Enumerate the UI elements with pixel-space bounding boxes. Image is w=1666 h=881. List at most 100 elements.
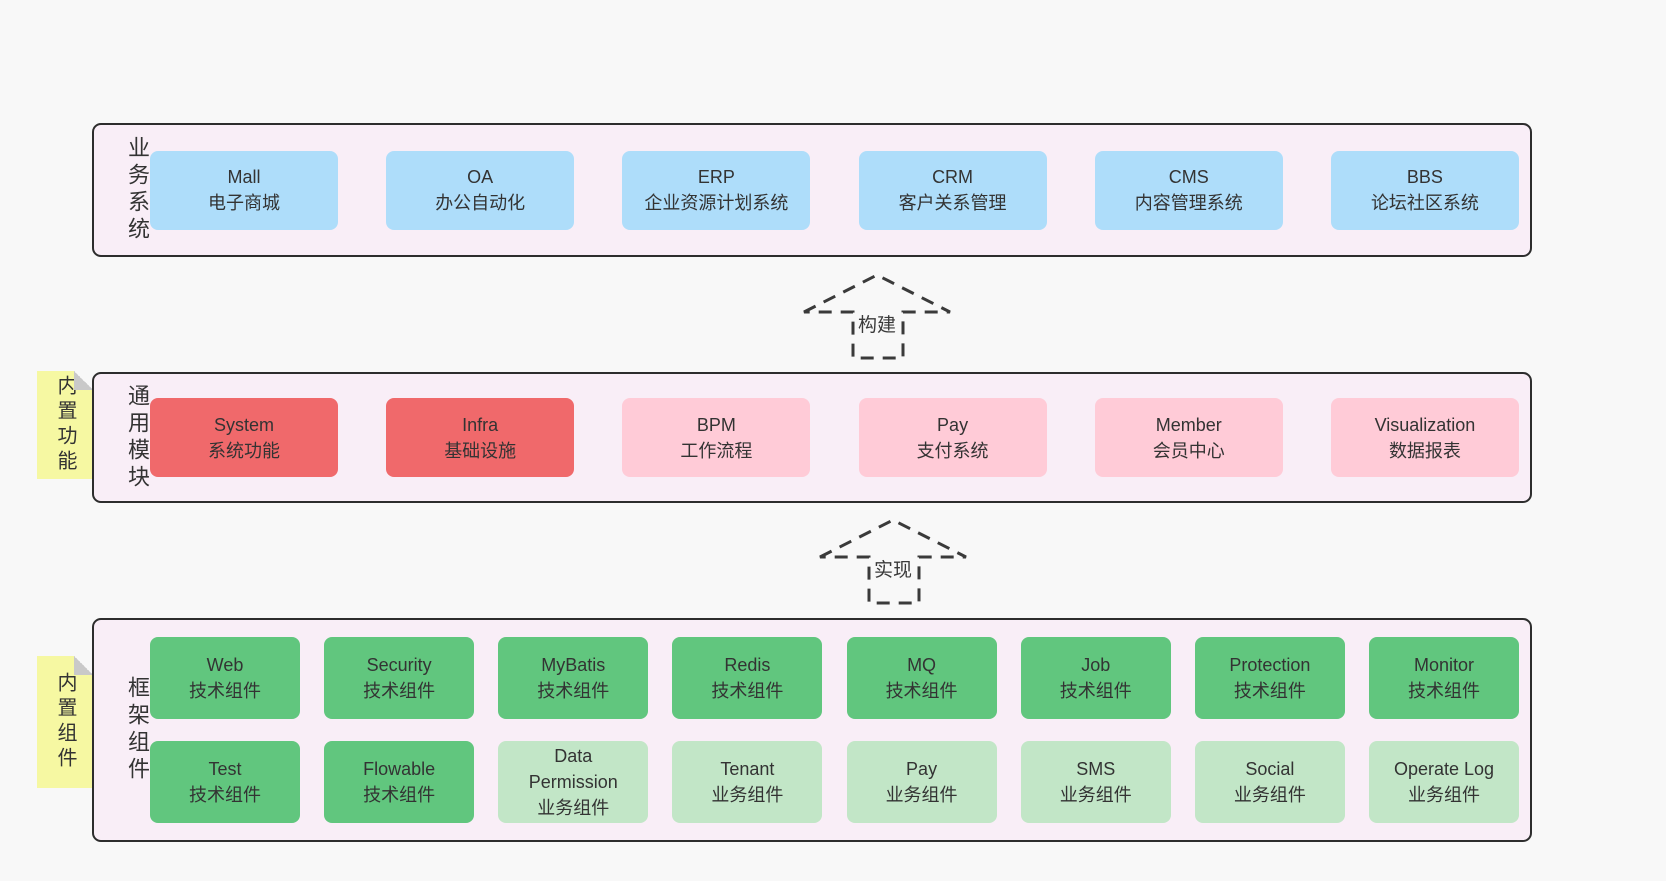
module-name: SMS	[1076, 759, 1116, 779]
module-name: Member	[1155, 414, 1222, 435]
module-name: ERP	[697, 167, 735, 187]
module-name: Data Permission	[528, 746, 618, 792]
module-desc: 企业资源计划系统	[644, 193, 789, 213]
module-desc: 技术组件	[537, 681, 610, 701]
module-name: Flowable	[363, 759, 436, 779]
module-box-bbs: BBS 论坛社区系统	[1330, 150, 1519, 230]
band-label-business-systems: 业务系统	[125, 136, 150, 244]
business-systems-boxes: Mall 电子商城 OA 办公自动化 ERP 企业资源计划系统 CRM 客户关系管理 CMS 内容…	[150, 125, 1530, 255]
module-desc: 数据报表	[1388, 440, 1461, 461]
module-desc: 论坛社区系统	[1370, 193, 1479, 213]
module-box-pay: Pay 业务组件	[846, 741, 997, 823]
build-arrow-label: 构建	[854, 310, 900, 337]
module-desc: 办公自动化	[435, 193, 526, 213]
module-desc: 业务组件	[1233, 785, 1306, 805]
folded-corner-icon	[74, 656, 93, 675]
module-desc: 电子商城	[208, 193, 280, 213]
module-box-member: Member 会员中心	[1094, 398, 1283, 477]
module-name: CRM	[932, 167, 974, 187]
module-desc: 客户关系管理	[898, 193, 1007, 213]
module-desc: 基础设施	[444, 440, 517, 461]
module-name: Job	[1081, 655, 1111, 675]
module-desc: 业务组件	[537, 798, 610, 818]
module-desc: 会员中心	[1152, 440, 1225, 461]
module-desc: 系统功能	[208, 440, 280, 461]
module-name: MQ	[907, 655, 937, 675]
module-box-pay: Pay 支付系统	[858, 398, 1047, 477]
up-block-arrow-icon	[803, 273, 951, 360]
module-box-job: Job 技术组件	[1020, 637, 1171, 719]
module-name: CMS	[1168, 167, 1209, 187]
sticky-label-builtin-features: 内置功能	[54, 375, 76, 475]
module-box-protection: Protection 技术组件	[1194, 637, 1345, 719]
module-desc: 业务组件	[1059, 785, 1132, 805]
sticky-note-builtin-components: 内置组件	[37, 656, 93, 788]
module-name: OA	[467, 167, 494, 187]
module-box-flowable: Flowable 技术组件	[324, 741, 475, 823]
module-desc: 工作流程	[680, 440, 753, 461]
module-box-infra: Infra 基础设施	[386, 398, 575, 477]
module-name: Web	[206, 655, 244, 675]
module-name: Test	[208, 759, 242, 779]
module-desc: 技术组件	[189, 681, 261, 701]
module-box-system: System 系统功能	[150, 398, 338, 477]
module-name: Protection	[1229, 655, 1311, 675]
implement-arrow: 实现	[813, 514, 973, 614]
module-box-web: Web 技术组件	[150, 637, 300, 719]
module-name: Security	[366, 655, 432, 675]
common-modules-boxes: System 系统功能 Infra 基础设施 BPM 工作流程 Pay 支付系统 Member 会…	[150, 374, 1530, 501]
module-desc: 技术组件	[1233, 681, 1306, 701]
module-box-mq: MQ 技术组件	[846, 637, 997, 719]
module-name: Tenant	[720, 759, 775, 779]
build-arrow: 构建	[797, 269, 957, 369]
module-box-erp: ERP 企业资源计划系统	[622, 150, 811, 230]
up-block-arrow-icon	[819, 518, 967, 605]
band-business-systems: 业务系统 Mall 电子商城 OA 办公自动化 ERP 企业资源计划系统 CRM 客户关系管理…	[92, 123, 1532, 257]
module-desc: 技术组件	[189, 785, 261, 805]
module-desc: 技术组件	[1059, 681, 1132, 701]
module-desc: 业务组件	[885, 785, 958, 805]
module-row: System 系统功能 Infra 基础设施 BPM 工作流程 Pay 支付系统 Member 会…	[150, 398, 1519, 477]
module-box-test: Test 技术组件	[150, 741, 300, 823]
module-box-sms: SMS 业务组件	[1020, 741, 1171, 823]
module-name: MyBatis	[541, 655, 606, 675]
module-desc: 业务组件	[711, 785, 784, 805]
module-box-tenant: Tenant 业务组件	[672, 741, 823, 823]
module-box-mall: Mall 电子商城	[150, 150, 338, 230]
sticky-note-builtin-features: 内置功能	[37, 371, 93, 479]
module-desc: 技术组件	[1407, 681, 1480, 701]
module-desc: 技术组件	[363, 785, 436, 805]
module-desc: 技术组件	[363, 681, 436, 701]
module-box-crm: CRM 客户关系管理	[858, 150, 1047, 230]
module-name: Redis	[724, 655, 771, 675]
module-box-mybatis: MyBatis 技术组件	[498, 637, 649, 719]
module-desc: 内容管理系统	[1134, 193, 1243, 213]
module-desc: 支付系统	[916, 440, 989, 461]
module-name: BBS	[1406, 167, 1443, 187]
module-box-social: Social 业务组件	[1194, 741, 1345, 823]
module-desc: 业务组件	[1407, 785, 1480, 805]
module-box-security: Security 技术组件	[324, 637, 475, 719]
module-name: Pay	[937, 414, 969, 435]
module-box-bpm: BPM 工作流程	[622, 398, 811, 477]
module-name: Social	[1245, 759, 1295, 779]
module-name: Pay	[906, 759, 938, 779]
module-box-cms: CMS 内容管理系统	[1094, 150, 1283, 230]
module-name: BPM	[696, 414, 736, 435]
implement-arrow-label: 实现	[870, 555, 916, 582]
module-desc: 技术组件	[711, 681, 784, 701]
module-box-data-permission: Data Permission 业务组件	[498, 741, 649, 823]
module-name: Infra	[462, 414, 499, 435]
module-name: System	[213, 414, 274, 435]
module-desc: 技术组件	[885, 681, 958, 701]
module-name: Mall	[227, 167, 261, 187]
module-box-oa: OA 办公自动化	[386, 150, 575, 230]
folded-corner-icon	[74, 371, 93, 390]
